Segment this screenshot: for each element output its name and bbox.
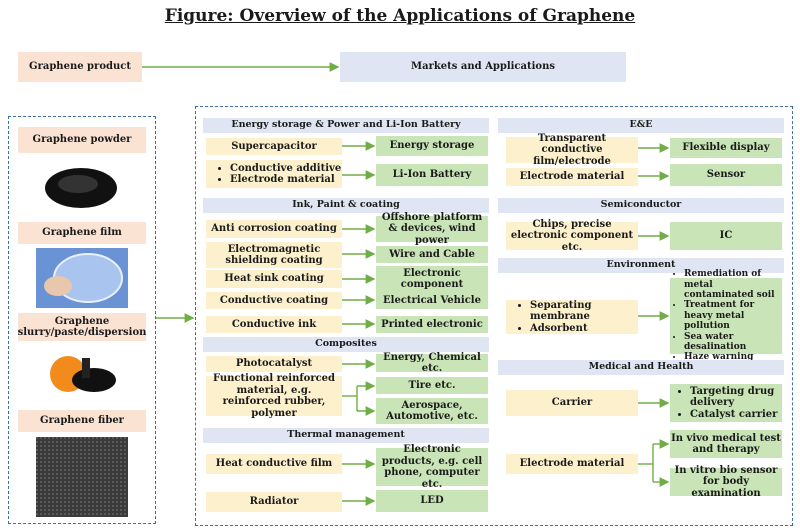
additive-electrode-box: Conductive additiveElectrode material	[206, 160, 342, 188]
product-fiber: Graphene fiber	[18, 410, 146, 432]
catalyst-item: Catalyst carrier	[690, 409, 782, 421]
adsorbent-item: Adsorbent	[530, 323, 638, 335]
supercapacitor-box: Supercapacitor	[206, 138, 342, 155]
medical-electrode-box: Electrode material	[506, 454, 638, 474]
electrode-item: Electrode material	[230, 174, 341, 186]
additive-item: Conductive additive	[230, 163, 341, 175]
anticorrosion-box: Anti corrosion coating	[206, 220, 342, 238]
ink-header: Ink, Paint & coating	[203, 198, 489, 213]
graphene-product-box: Graphene product	[18, 52, 142, 82]
offshore-box: Offshore platform & devices, wind power	[376, 212, 488, 246]
env-item-treatment: Treatment for heavy metal pollution	[684, 300, 782, 331]
sensor-box: Sensor	[670, 164, 782, 186]
medical-header: Medical and Health	[498, 360, 784, 375]
energy-header: Energy storage & Power and Li-Ion Batter…	[203, 118, 489, 133]
carrier-box: Carrier	[506, 390, 638, 416]
env-item-haze: Haze warning	[684, 352, 782, 362]
aerospace-box: Aerospace, Automotive, etc.	[376, 398, 488, 424]
chips-box: Chips, precise electronic component etc.	[506, 219, 638, 253]
functional-reinforced-box: Functional reinforced material, e.g. rei…	[206, 373, 342, 419]
powder-image	[42, 162, 120, 210]
photocatalyst-box: Photocatalyst	[206, 356, 342, 372]
thermal-header: Thermal management	[203, 428, 489, 443]
radiator-box: Radiator	[206, 492, 342, 512]
environment-header: Environment	[498, 258, 784, 273]
environment-uses-box: Remediation of metal contaminated soil T…	[670, 269, 782, 362]
applications-panel	[195, 106, 793, 526]
env-item-remediation: Remediation of metal contaminated soil	[684, 269, 782, 300]
ee-electrode-box: Electrode material	[506, 168, 638, 186]
invitro-box: In vitro bio sensor for body examination	[670, 465, 782, 499]
energy-storage-box: Energy storage	[376, 136, 488, 156]
tire-box: Tire etc.	[376, 377, 488, 394]
slurry-image	[42, 350, 120, 396]
electronic-products-box: Electronic products, e.g. cell phone, co…	[376, 444, 488, 490]
products-panel	[8, 116, 156, 524]
em-shielding-box: Electromagnetic shielding coating	[206, 242, 342, 268]
liion-box: Li-Ion Battery	[376, 164, 488, 186]
product-film: Graphene film	[18, 222, 146, 244]
film-image	[36, 248, 128, 308]
carrier-uses-box: Targeting drug deliveryCatalyst carrier	[670, 384, 782, 422]
ic-box: IC	[670, 222, 782, 250]
env-item-desalination: Sea water desalination	[684, 332, 782, 353]
wire-cable-box: Wire and Cable	[376, 246, 488, 263]
membrane-item: Separating membrane	[530, 300, 638, 323]
fiber-image	[36, 437, 128, 517]
targeting-item: Targeting drug delivery	[690, 386, 782, 409]
ee-header: E&E	[498, 118, 784, 133]
transparent-film-box: Transparent conductive film/electrode	[506, 133, 638, 167]
led-box: LED	[376, 490, 488, 512]
invivo-box: In vivo medical test and therapy	[670, 430, 782, 458]
flexible-display-box: Flexible display	[670, 138, 782, 158]
markets-applications-box: Markets and Applications	[340, 52, 626, 82]
conductive-ink-box: Conductive ink	[206, 316, 342, 333]
heat-conductive-film-box: Heat conductive film	[206, 454, 342, 474]
printed-electronic-box: Printed electronic	[376, 316, 488, 333]
product-slurry: Graphene slurry/paste/dispersion	[18, 313, 146, 341]
product-powder: Graphene powder	[18, 127, 146, 153]
energy-chemical-box: Energy, Chemical etc.	[376, 352, 488, 374]
membrane-adsorbent-box: Separating membraneAdsorbent	[506, 300, 638, 334]
figure-title: Figure: Overview of the Applications of …	[164, 6, 636, 26]
heat-sink-box: Heat sink coating	[206, 270, 342, 288]
semiconductor-header: Semiconductor	[498, 198, 784, 213]
conductive-coating-box: Conductive coating	[206, 292, 342, 309]
composites-header: Composites	[203, 337, 489, 352]
electrical-vehicle-box: Electrical Vehicle	[376, 292, 488, 309]
electronic-component-box: Electronic component	[376, 266, 488, 292]
